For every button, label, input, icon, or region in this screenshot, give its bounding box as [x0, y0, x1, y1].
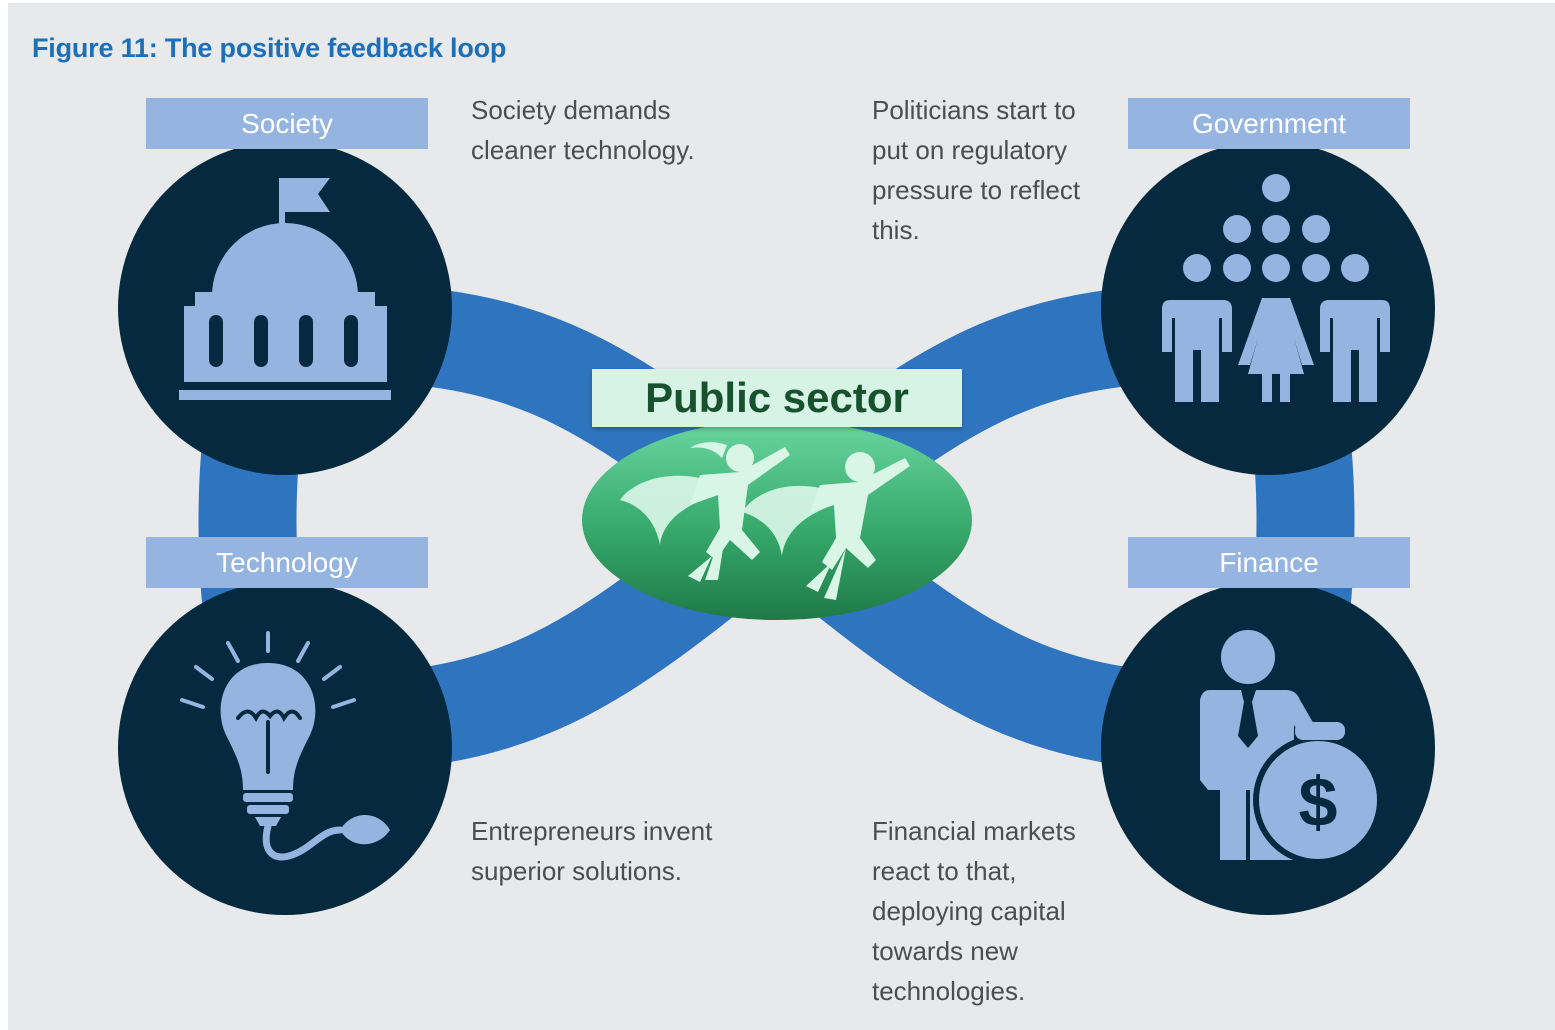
finance-caption: Financial markets react to that, deployi…: [872, 811, 1076, 1011]
lightbulb-leaf-icon: [180, 631, 390, 861]
people-group-icon: [1162, 174, 1390, 402]
society-label: Society: [146, 98, 428, 149]
caption-line: Financial markets: [872, 816, 1076, 846]
caption-line: pressure to reflect: [872, 175, 1081, 205]
society-caption: Society demands cleaner technology.: [471, 90, 695, 170]
society-node: [118, 141, 452, 475]
caption-line: Politicians start to: [872, 95, 1076, 125]
caption-line: Entrepreneurs invent: [471, 816, 713, 846]
caption-line: put on regulatory: [872, 135, 1068, 165]
diagram-canvas: $ Figure 11: The po: [8, 3, 1555, 1030]
technology-caption: Entrepreneurs invent superior solutions.: [471, 811, 712, 891]
finance-label: Finance: [1128, 537, 1410, 588]
figure-title: Figure 11: The positive feedback loop: [32, 33, 507, 63]
public-sector-node: [582, 420, 972, 620]
caption-line: cleaner technology.: [471, 135, 695, 165]
caption-line: this.: [872, 215, 920, 245]
government-node: [1101, 141, 1435, 475]
caption-line: superior solutions.: [471, 856, 682, 886]
caption-line: Society demands: [471, 95, 671, 125]
government-label: Government: [1128, 98, 1410, 149]
caption-line: technologies.: [872, 976, 1026, 1006]
businessman-money-bag-icon: $: [1200, 630, 1383, 865]
finance-node: $: [1101, 581, 1435, 915]
government-caption: Politicians start to put on regulatory p…: [872, 90, 1080, 250]
public-sector-label: Public sector: [592, 369, 962, 427]
caption-line: deploying capital: [872, 896, 1066, 926]
superheroes-icon: [620, 442, 910, 600]
caption-line: towards new: [872, 936, 1018, 966]
technology-label: Technology: [146, 537, 428, 588]
caption-line: react to that,: [872, 856, 1017, 886]
feedback-loop-graphic: $: [118, 141, 1435, 915]
technology-node: [118, 581, 452, 915]
svg-text:$: $: [1299, 763, 1338, 841]
